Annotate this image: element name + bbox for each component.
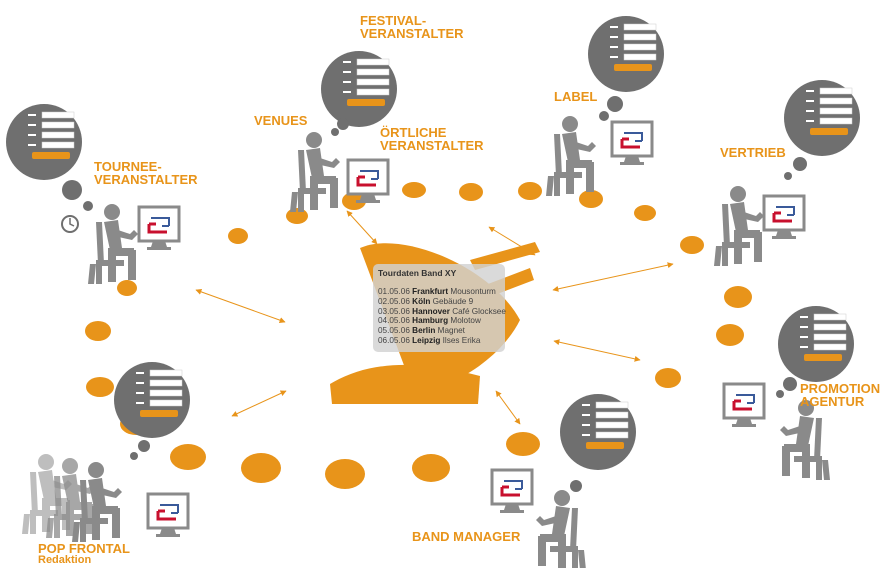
person-at-computer-icon [290,132,340,212]
venues-label: VENUES [254,113,308,128]
tour-date-row: 03.05.06 Hannover Café Glocksee [378,306,506,316]
connection-arrows [195,210,674,425]
band-manager-label: BAND MANAGER [412,529,521,544]
tournee-veranstalter-node [5,103,181,284]
www-monitor-icon [610,120,654,167]
www-monitor-icon [137,205,181,252]
person-at-computer-icon [536,490,586,568]
www-monitor-icon [762,194,806,241]
orange-dot [459,183,483,201]
vertrieb-label: VERTRIEB [720,145,786,160]
orange-dot [325,459,365,489]
orange-dot [86,377,114,397]
venues-node [290,132,390,212]
orange-dot [170,444,206,470]
tour-dates-panel: Tourdaten Band XY 01.05.06 Frankfurt Mou… [373,264,506,352]
orange-dot-ring [85,182,752,489]
band-manager-node [490,393,637,568]
thought-bubble-form-icon [5,103,83,181]
tournee-veranstalter-label: TOURNEE-VERANSTALTER [94,159,198,187]
pop-frontal-label: POP FRONTAL Redaktion [38,541,130,566]
orange-dot [634,205,656,221]
thought-bubble-form-icon [559,393,637,471]
orange-dot [342,192,366,210]
orange-dot [724,286,752,308]
thought-bubble-form-icon [777,305,855,383]
orange-dot [518,182,542,200]
person-at-computer-icon [88,204,138,284]
vertrieb-node [714,79,861,266]
thought-bubble-form-icon [587,15,665,93]
thought-bubble-form-icon [113,361,191,439]
orange-dot [579,190,603,208]
tour-date-row: 04.05.06 Hamburg Molotow [378,316,481,326]
www-monitor-icon [722,382,766,429]
orange-dot [228,228,248,244]
orange-dot [402,182,426,198]
orange-dot [655,368,681,388]
pop-frontal-node [22,361,191,542]
tour-date-row: 06.05.06 Leipzig Ilses Erika [378,335,481,345]
tour-dates-title: Tourdaten Band XY [378,268,457,278]
orange-dot [286,208,308,224]
orange-dot [85,321,111,341]
tour-date-row: 05.05.06 Berlin Magnet [378,326,465,336]
person-at-computer-icon [714,186,764,266]
www-monitor-icon [490,468,534,515]
thought-bubble-form-icon [783,79,861,157]
orange-dot [117,280,137,296]
tour-date-row: 01.05.06 Frankfurt Mousonturm [378,287,496,296]
thought-bubble-form-icon [320,50,398,128]
orange-dot [680,236,704,254]
tour-date-row: 02.05.06 Köln Gebäude 9 [378,296,474,306]
orange-dot [506,432,540,456]
person-at-computer-icon [546,116,596,196]
clock-icon [61,215,79,233]
orange-dot [412,454,450,482]
www-monitor-icon [146,492,190,539]
orange-dot [716,324,744,346]
person-at-computer-icon [780,400,830,480]
festival-veranstalter-node [320,50,398,136]
promotion-agentur-node [722,305,855,480]
label-label: LABEL [554,89,598,104]
label-node [546,15,665,196]
festival-veranstalter-label: FESTIVAL-VERANSTALTER [360,13,464,41]
orange-dot [241,453,281,483]
